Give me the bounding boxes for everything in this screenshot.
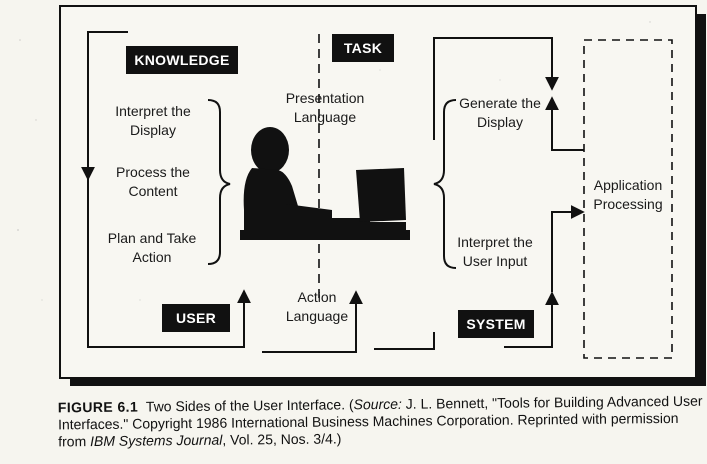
- step-process-content: Process the Content: [116, 164, 190, 199]
- figure-title: Two Sides of the User Interface. (: [145, 396, 354, 415]
- step-plan-take-action: Plan and Take Action: [107, 230, 197, 265]
- action-language-label: Action Language: [285, 289, 349, 324]
- user-loop-top-arrow: [81, 31, 128, 181]
- source-label: Source:: [353, 395, 402, 413]
- step-interpret-user-input: Interpret the User Input: [457, 234, 533, 269]
- knowledge-tag: KNOWLEDGE: [126, 46, 238, 74]
- system-tag: SYSTEM: [458, 310, 534, 338]
- step-interpret-display: Interpret the Display: [115, 103, 191, 138]
- figure-label: FIGURE 6.1: [57, 398, 139, 416]
- figure-caption: FIGURE 6.1 Two Sides of the User Interfa…: [58, 393, 707, 451]
- step-generate-display: Generate the Display: [459, 95, 541, 130]
- application-processing-box: [583, 39, 673, 359]
- person-at-terminal-illustration: [240, 127, 410, 240]
- presentation-language-label: Presentation Language: [285, 90, 365, 125]
- system-bottom-arrow: [504, 291, 559, 348]
- journal-volume: , Vol. 25, Nos. 3/4.): [222, 430, 342, 448]
- system-loop-up-arrow: [433, 37, 559, 140]
- print-speckle: [17, 21, 651, 301]
- journal-name: IBM Systems Journal: [89, 431, 223, 450]
- left-brace: [207, 99, 231, 265]
- app-to-display-arrow: [545, 96, 584, 151]
- application-processing-label: Application Processing: [593, 177, 663, 212]
- user-loop-bottom-line: [87, 160, 251, 348]
- action-language-arrow: [262, 290, 363, 353]
- user-tag: USER: [162, 304, 230, 332]
- system-loop-line: [374, 332, 435, 350]
- right-brace: [433, 99, 457, 269]
- task-tag: TASK: [332, 34, 394, 62]
- input-to-app-arrow: [551, 205, 585, 292]
